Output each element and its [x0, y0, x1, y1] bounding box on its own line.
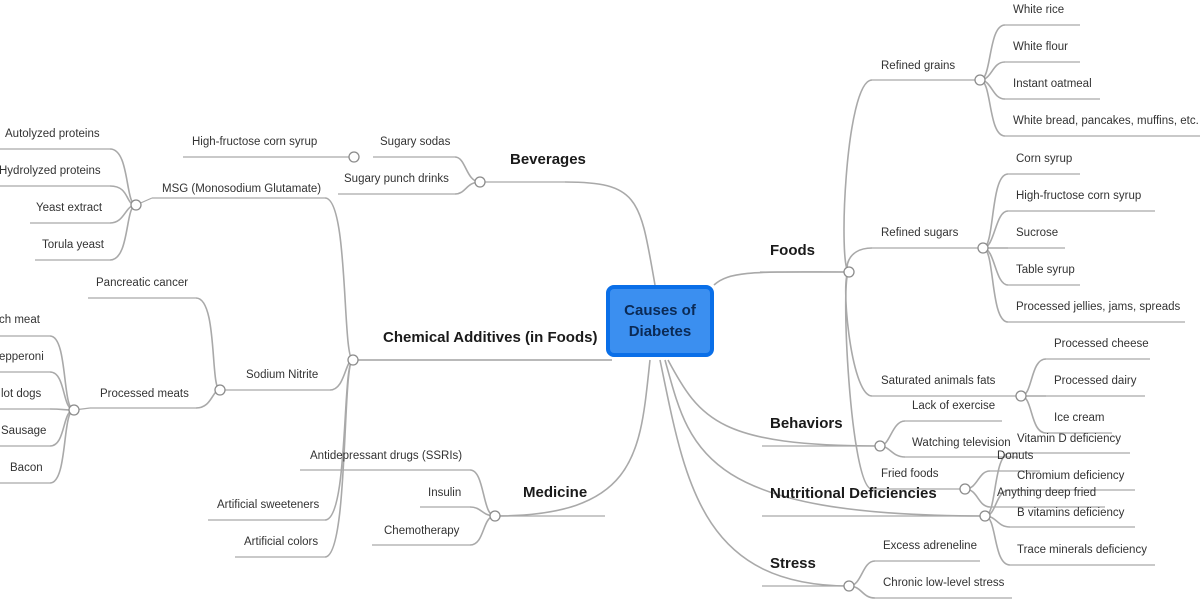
node-donuts[interactable]: Donuts	[997, 450, 1034, 462]
node-torula-yeast[interactable]: Torula yeast	[42, 239, 105, 251]
node-watching-television[interactable]: Watching television	[912, 437, 1011, 449]
node-sodium-nitrite[interactable]: Sodium Nitrite	[246, 369, 318, 381]
node-hfcs-sugar[interactable]: High-fructose corn syrup	[1016, 190, 1141, 202]
chemical-additives-collapse-knob[interactable]	[347, 354, 359, 366]
node-lack-of-exercise[interactable]: Lack of exercise	[912, 400, 995, 412]
msg-collapse-knob[interactable]	[130, 199, 142, 211]
saturated-fats-collapse-knob[interactable]	[1015, 390, 1027, 402]
node-chronic-stress[interactable]: Chronic low-level stress	[883, 577, 1005, 589]
node-excess-adreneline[interactable]: Excess adreneline	[883, 540, 977, 552]
node-sugary-sodas[interactable]: Sugary sodas	[380, 136, 451, 148]
node-chromium-deficiency[interactable]: Chromium deficiency	[1017, 470, 1125, 482]
beverages-collapse-knob[interactable]	[474, 176, 486, 188]
node-anything-deep-fried[interactable]: Anything deep fried	[997, 487, 1096, 499]
node-trace-minerals-deficiency[interactable]: Trace minerals deficiency	[1017, 544, 1147, 556]
node-white-rice[interactable]: White rice	[1013, 4, 1064, 16]
root-node-title: Causes of Diabetes	[624, 302, 696, 340]
node-hfcs-soda[interactable]: High-fructose corn syrup	[192, 136, 317, 148]
node-corn-syrup[interactable]: Corn syrup	[1016, 153, 1072, 165]
node-white-bread[interactable]: White bread, pancakes, muffins, etc.	[1013, 115, 1199, 127]
branch-chemical-additives[interactable]: Chemical Additives (in Foods)	[383, 329, 597, 346]
branch-medicine[interactable]: Medicine	[523, 484, 587, 501]
node-autolyzed-proteins[interactable]: Autolyzed proteins	[5, 128, 100, 140]
medicine-collapse-knob[interactable]	[489, 510, 501, 522]
nutritional-collapse-knob[interactable]	[979, 510, 991, 522]
node-table-syrup[interactable]: Table syrup	[1016, 264, 1075, 276]
node-hydrolyzed-proteins[interactable]: Hydrolyzed proteins	[0, 165, 101, 177]
behaviors-collapse-knob[interactable]	[874, 440, 886, 452]
node-refined-sugars[interactable]: Refined sugars	[881, 227, 959, 239]
refined-grains-collapse-knob[interactable]	[974, 74, 986, 86]
node-instant-oatmeal[interactable]: Instant oatmeal	[1013, 78, 1092, 90]
node-saturated-fats[interactable]: Saturated animals fats	[881, 375, 996, 387]
node-sucrose[interactable]: Sucrose	[1016, 227, 1058, 239]
branch-nutritional-deficiencies[interactable]: Nutritional Deficiencies	[770, 485, 937, 502]
refined-sugars-collapse-knob[interactable]	[977, 242, 989, 254]
node-hot-dogs[interactable]: lot dogs	[1, 388, 42, 400]
node-ice-cream[interactable]: Ice cream	[1054, 412, 1105, 424]
stress-collapse-knob[interactable]	[843, 580, 855, 592]
node-processed-cheese[interactable]: Processed cheese	[1054, 338, 1149, 350]
node-refined-grains[interactable]: Refined grains	[881, 60, 955, 72]
node-pancreatic-cancer[interactable]: Pancreatic cancer	[96, 277, 188, 289]
root-node[interactable]: Causes of Diabetes	[606, 285, 714, 357]
processed-meats-collapse-knob[interactable]	[68, 404, 80, 416]
branch-behaviors[interactable]: Behaviors	[770, 415, 843, 432]
node-pepperoni[interactable]: epperoni	[0, 351, 44, 363]
branch-beverages[interactable]: Beverages	[510, 151, 586, 168]
sugary-sodas-collapse-knob[interactable]	[348, 151, 360, 163]
node-processed-meats[interactable]: Processed meats	[100, 388, 189, 400]
node-antidepressant-drugs[interactable]: Antidepressant drugs (SSRIs)	[310, 450, 462, 462]
sodium-nitrite-collapse-knob[interactable]	[214, 384, 226, 396]
node-sausage[interactable]: Sausage	[1, 425, 46, 437]
node-white-flour[interactable]: White flour	[1013, 41, 1068, 53]
branch-foods[interactable]: Foods	[770, 242, 815, 259]
node-artificial-sweeteners[interactable]: Artificial sweeteners	[217, 499, 320, 511]
node-vitamin-d-deficiency[interactable]: Vitamin D deficiency	[1017, 433, 1121, 445]
node-b-vitamins-deficiency[interactable]: B vitamins deficiency	[1017, 507, 1125, 519]
branch-stress[interactable]: Stress	[770, 555, 816, 572]
foods-collapse-knob[interactable]	[843, 266, 855, 278]
node-artificial-colors[interactable]: Artificial colors	[244, 536, 318, 548]
node-bacon[interactable]: Bacon	[10, 462, 43, 474]
connector-lines	[0, 24, 1200, 599]
node-fried-foods[interactable]: Fried foods	[881, 468, 939, 480]
node-msg[interactable]: MSG (Monosodium Glutamate)	[162, 183, 321, 195]
node-lunch-meat[interactable]: ch meat	[0, 314, 41, 326]
fried-foods-collapse-knob[interactable]	[959, 483, 971, 495]
node-sugary-punch-drinks[interactable]: Sugary punch drinks	[344, 173, 449, 185]
node-insulin[interactable]: Insulin	[428, 487, 461, 499]
node-labels: Beverages Chemical Additives (in Foods) …	[0, 4, 1199, 589]
branch-connector-knobs	[68, 74, 1027, 592]
node-chemotherapy[interactable]: Chemotherapy	[384, 525, 460, 537]
node-yeast-extract[interactable]: Yeast extract	[36, 202, 103, 214]
node-processed-jellies[interactable]: Processed jellies, jams, spreads	[1016, 301, 1181, 313]
node-processed-dairy[interactable]: Processed dairy	[1054, 375, 1137, 387]
